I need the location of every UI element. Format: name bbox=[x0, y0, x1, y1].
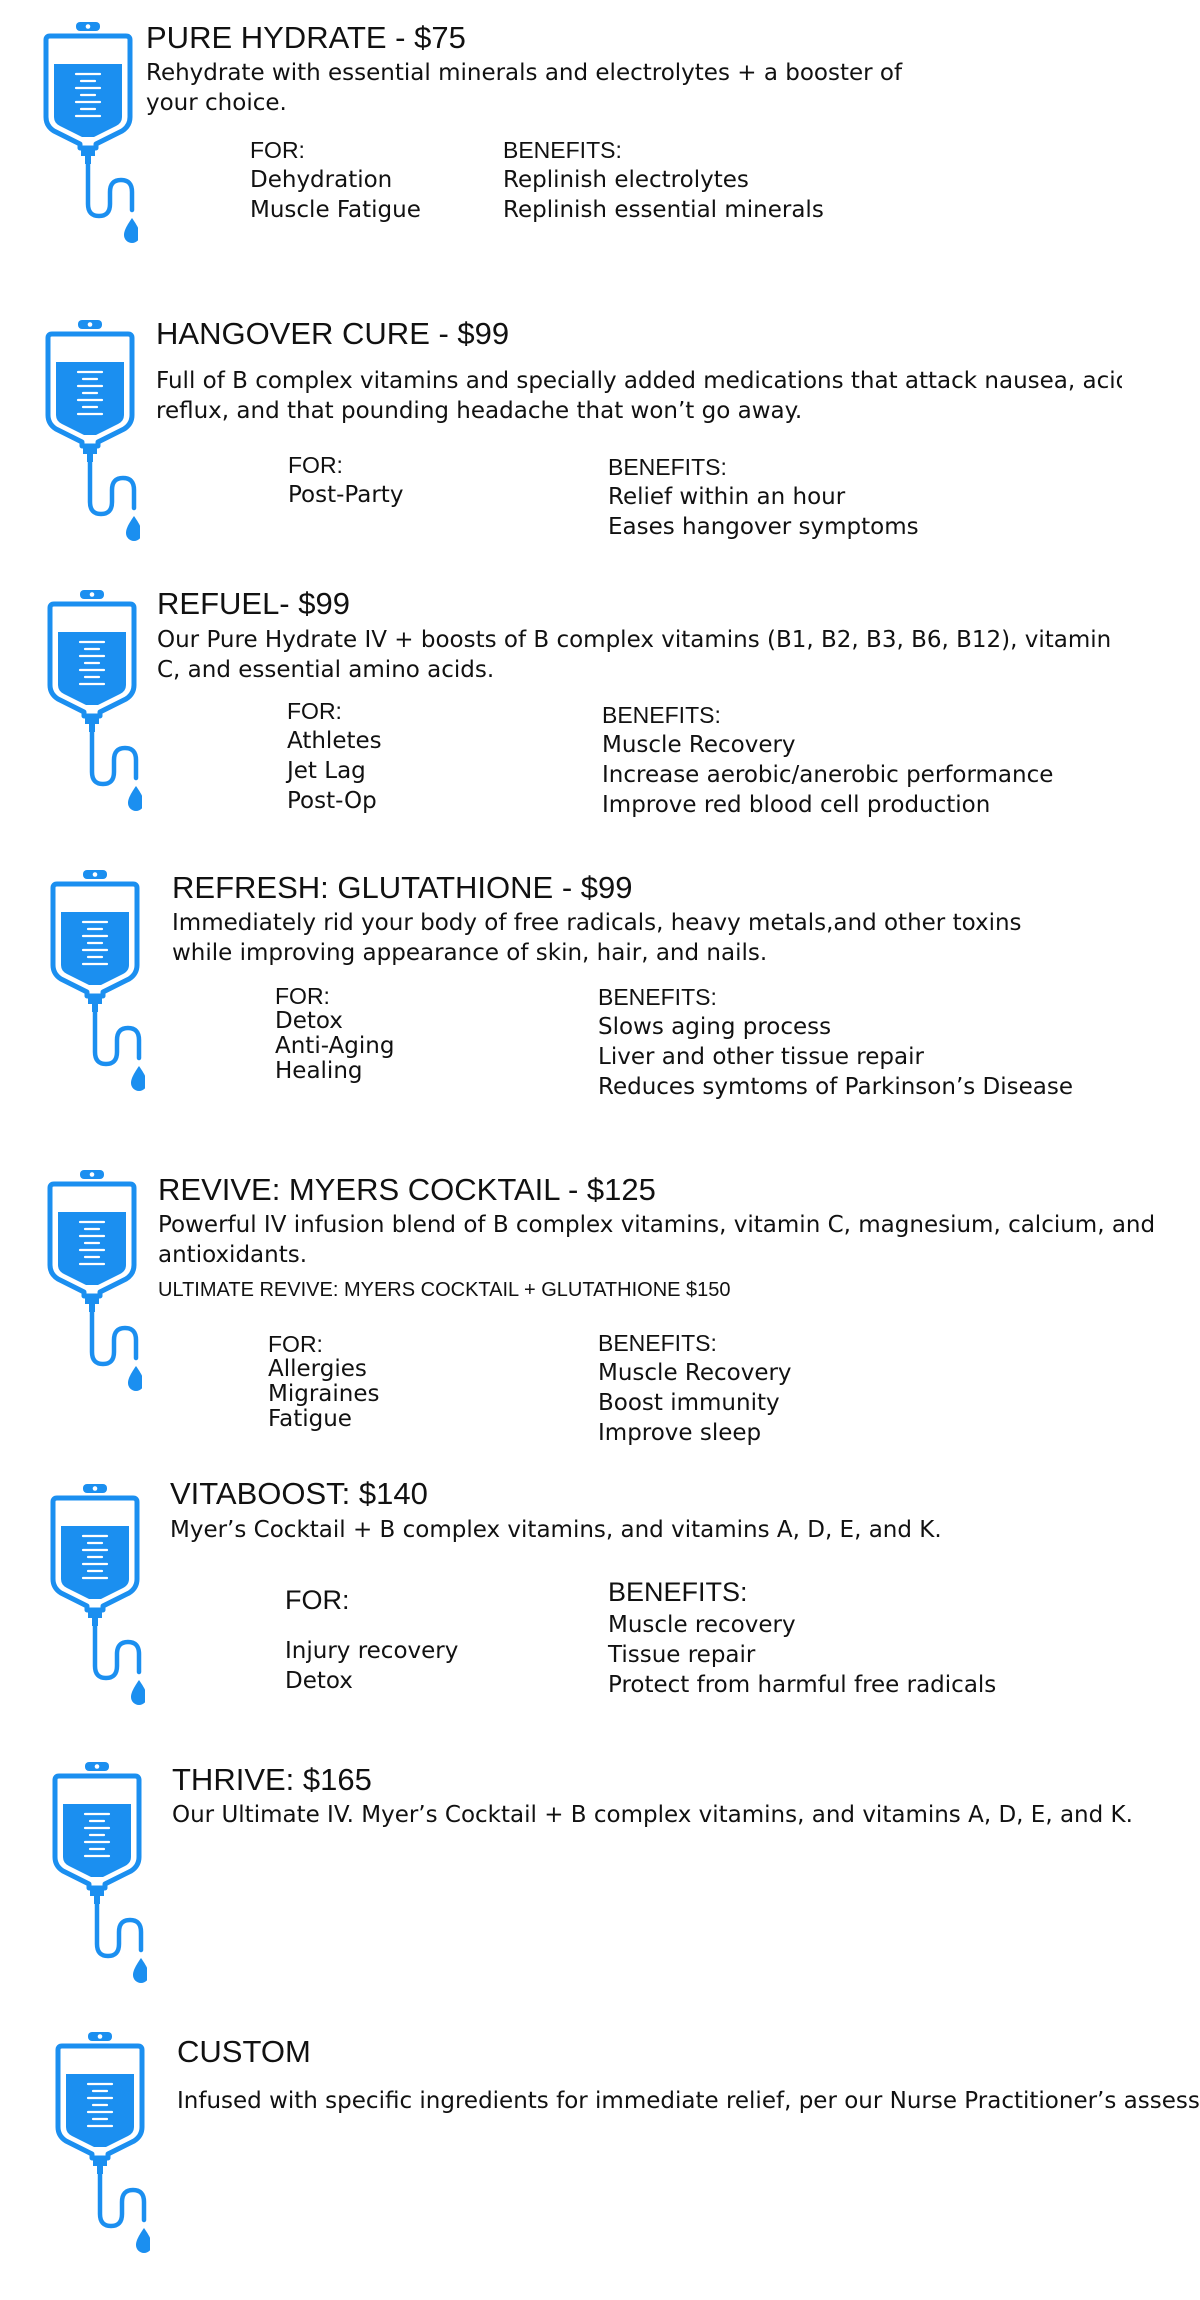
menu-item-refresh-glutathione: REFRESH: GLUTATHIONE - $99 Immediately r… bbox=[0, 860, 1200, 1160]
for-list-item: Post-Party bbox=[288, 482, 404, 508]
benefits-column: BENEFITS: Slows aging process Liver and … bbox=[598, 982, 1073, 1102]
item-description: Rehydrate with essential minerals and el… bbox=[146, 60, 903, 116]
benefit-list-item: Replinish electrolytes bbox=[503, 167, 749, 193]
iv-bag-icon bbox=[40, 320, 140, 545]
benefit-list-item: Increase aerobic/anerobic performance bbox=[602, 762, 1054, 788]
iv-bag-icon bbox=[50, 2032, 150, 2257]
item-title: REVIVE: MYERS COCKTAIL - $125 bbox=[158, 1172, 656, 1207]
benefits-column: BENEFITS: Muscle recovery Tissue repair … bbox=[608, 1574, 996, 1700]
benefits-label: BENEFITS: bbox=[608, 1577, 748, 1607]
benefit-list-item: Liver and other tissue repair bbox=[598, 1044, 924, 1070]
for-label: FOR: bbox=[287, 698, 342, 724]
benefit-list-item: Tissue repair bbox=[608, 1642, 756, 1668]
benefit-list-item: Muscle Recovery bbox=[598, 1360, 792, 1386]
benefits-label: BENEFITS: bbox=[602, 702, 721, 728]
benefits-column: BENEFITS: Relief within an hour Eases ha… bbox=[608, 452, 919, 542]
item-title: CUSTOM bbox=[177, 2034, 311, 2069]
menu-item-vitaboost: VITABOOST: $140 Myer’s Cocktail + B comp… bbox=[0, 1460, 1200, 1750]
for-label: FOR: bbox=[275, 983, 330, 1009]
for-list-item: Injury recovery bbox=[285, 1638, 459, 1664]
item-title: THRIVE: $165 bbox=[172, 1762, 372, 1797]
benefit-list-item: Eases hangover symptoms bbox=[608, 514, 919, 540]
benefit-list-item: Reduces symtoms of Parkinson’s Disease bbox=[598, 1074, 1074, 1100]
benefit-list-item: Slows aging process bbox=[598, 1014, 832, 1040]
item-note: ULTIMATE REVIVE: MYERS COCKTAIL + GLUTAT… bbox=[158, 1279, 731, 1301]
benefits-column: BENEFITS: Muscle Recovery Increase aerob… bbox=[602, 700, 1053, 820]
menu-item-thrive: THRIVE: $165 Our Ultimate IV. Myer’s Coc… bbox=[0, 1750, 1200, 2020]
menu-item-custom: CUSTOM Infused with specific ingredients… bbox=[0, 2020, 1200, 2300]
item-title: PURE HYDRATE - $75 bbox=[146, 20, 466, 55]
benefit-list-item: Muscle Recovery bbox=[602, 732, 796, 758]
benefits-label: BENEFITS: bbox=[598, 984, 717, 1010]
menu-item-pure-hydrate: PURE HYDRATE - $75 Rehydrate with essent… bbox=[0, 0, 1200, 290]
for-list-item: Fatigue bbox=[268, 1406, 352, 1432]
item-description: Our Pure Hydrate IV + boosts of B comple… bbox=[157, 627, 1112, 683]
for-list-item: Dehydration bbox=[250, 167, 393, 193]
for-label: FOR: bbox=[268, 1331, 323, 1357]
for-label: FOR: bbox=[288, 452, 343, 478]
iv-bag-icon bbox=[45, 1484, 145, 1709]
for-list-item: Post-Op bbox=[287, 788, 377, 814]
iv-bag-icon bbox=[45, 870, 145, 1095]
benefit-list-item: Improve sleep bbox=[598, 1420, 762, 1446]
benefits-label: BENEFITS: bbox=[608, 454, 727, 480]
for-list-item: Migraines bbox=[268, 1381, 380, 1407]
for-label: FOR: bbox=[285, 1585, 350, 1615]
item-title: REFRESH: GLUTATHIONE - $99 bbox=[172, 870, 633, 905]
iv-bag-icon bbox=[42, 590, 142, 815]
for-list-item: Detox bbox=[275, 1008, 343, 1034]
for-list-item: Healing bbox=[275, 1058, 363, 1084]
benefit-list-item: Boost immunity bbox=[598, 1390, 780, 1416]
benefit-list-item: Relief within an hour bbox=[608, 484, 846, 510]
for-list-item: Detox bbox=[285, 1668, 353, 1694]
for-list-item: Athletes bbox=[287, 728, 382, 754]
item-description: Immediately rid your body of free radica… bbox=[172, 910, 1022, 966]
benefits-column: BENEFITS: Muscle Recovery Boost immunity… bbox=[598, 1328, 792, 1448]
for-column: FOR: Detox Anti-Aging Healing bbox=[275, 984, 394, 1084]
benefit-list-item: Replinish essential minerals bbox=[503, 197, 824, 223]
item-description: Myer’s Cocktail + B complex vitamins, an… bbox=[170, 1517, 942, 1543]
for-column: FOR: Post-Party bbox=[288, 450, 403, 510]
iv-bag-icon bbox=[42, 1170, 142, 1395]
menu-item-hangover-cure: HANGOVER CURE - $99 Full of B complex vi… bbox=[0, 290, 1200, 580]
for-list-item: Anti-Aging bbox=[275, 1033, 395, 1059]
menu-item-refuel: REFUEL- $99 Our Pure Hydrate IV + boosts… bbox=[0, 580, 1200, 860]
description-clip: Infused with specific ingredients for im… bbox=[177, 2086, 1200, 2122]
for-list-item: Allergies bbox=[268, 1356, 367, 1382]
item-title: REFUEL- $99 bbox=[157, 586, 350, 621]
for-list-item: Jet Lag bbox=[287, 758, 366, 784]
benefits-label: BENEFITS: bbox=[598, 1330, 717, 1356]
benefits-label: BENEFITS: bbox=[503, 137, 622, 163]
for-label: FOR: bbox=[250, 137, 305, 163]
benefit-list-item: Improve red blood cell production bbox=[602, 792, 991, 818]
item-title: HANGOVER CURE - $99 bbox=[156, 316, 510, 351]
description-clip: Full of B complex vitamins and specially… bbox=[156, 366, 1122, 430]
item-title: VITABOOST: $140 bbox=[170, 1476, 428, 1511]
item-description: Full of B complex vitamins and specially… bbox=[156, 368, 1122, 424]
iv-bag-icon bbox=[47, 1762, 147, 1987]
benefits-column: BENEFITS: Replinish electrolytes Replini… bbox=[503, 135, 824, 225]
for-list-item: Muscle Fatigue bbox=[250, 197, 421, 223]
for-column: FOR: Dehydration Muscle Fatigue bbox=[250, 135, 421, 225]
iv-bag-icon bbox=[38, 22, 138, 247]
item-description: Powerful IV infusion blend of B complex … bbox=[158, 1212, 1156, 1268]
benefit-list-item: Protect from harmful free radicals bbox=[608, 1672, 997, 1698]
item-description: Our Ultimate IV. Myer’s Cocktail + B com… bbox=[172, 1802, 1133, 1828]
menu-item-revive-myers-cocktail: REVIVE: MYERS COCKTAIL - $125 Powerful I… bbox=[0, 1160, 1200, 1460]
benefit-list-item: Muscle recovery bbox=[608, 1612, 796, 1638]
for-column: FOR: Allergies Migraines Fatigue bbox=[268, 1332, 380, 1432]
item-description: Infused with specific ingredients for im… bbox=[177, 2088, 1200, 2114]
for-column: FOR: Athletes Jet Lag Post-Op bbox=[287, 696, 382, 816]
for-column: FOR: Injury recovery Detox bbox=[285, 1582, 458, 1696]
